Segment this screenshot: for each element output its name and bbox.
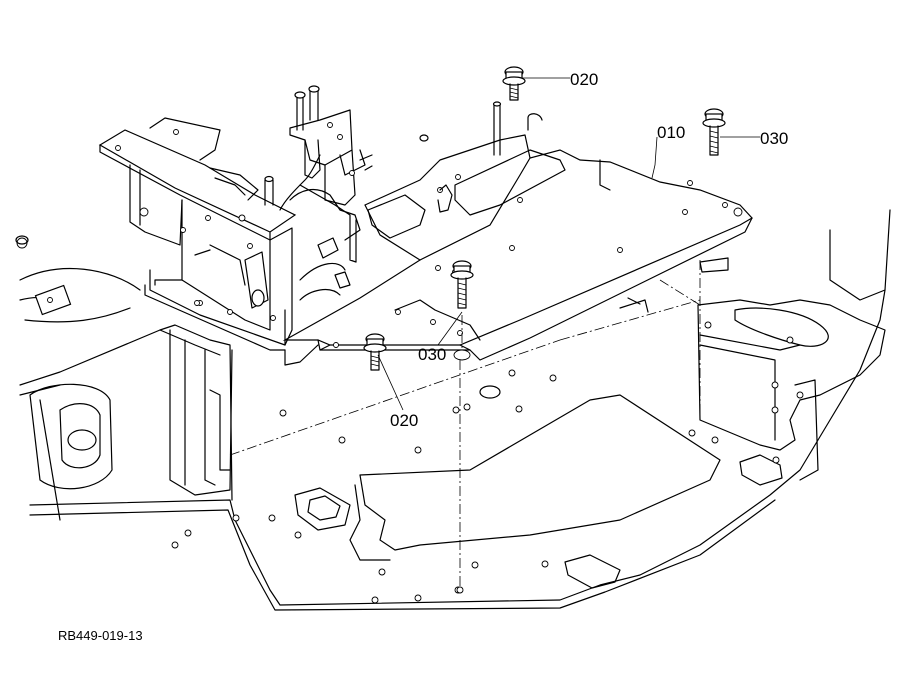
frame-right-tab	[739, 454, 783, 486]
drawing-code: RB449-019-13	[58, 628, 143, 643]
floor-plate-top	[282, 149, 753, 346]
stand-top-beam	[98, 129, 297, 233]
callout-020-top: 020	[570, 70, 598, 89]
frame-right-housing	[697, 299, 886, 451]
frame-deck-outline	[29, 289, 886, 606]
stand-upper-bracket	[149, 117, 221, 161]
callout-020-lower: 020	[390, 411, 418, 430]
frame-deck-edge	[29, 499, 776, 611]
frame-left-boss	[29, 383, 113, 490]
frame-bracket-symbol	[699, 257, 729, 273]
bolt-030-center	[450, 260, 474, 309]
floor-plate-opening-left	[367, 194, 426, 239]
control-stand	[98, 85, 373, 366]
stand-post	[264, 179, 274, 206]
callout-030-center: 030	[418, 345, 446, 364]
frame-slot	[294, 487, 351, 531]
callout-010: 010	[657, 123, 685, 142]
stand-right-panel	[269, 227, 293, 346]
stand-side-panel	[181, 199, 271, 331]
floor-plate-clip	[437, 184, 453, 213]
frame-left-arm	[19, 324, 233, 521]
bolt-030-top	[702, 108, 726, 156]
main-frame	[15, 209, 891, 611]
callout-030-top: 030	[760, 129, 788, 148]
stand-tab	[317, 237, 339, 259]
frame-bottom-tab	[564, 554, 621, 589]
linkage-link	[299, 184, 357, 263]
floor-plate-010	[282, 101, 753, 361]
frame-center-cutout	[359, 394, 721, 551]
leader-lines	[377, 77, 760, 411]
bolt-020-top	[502, 66, 526, 101]
linkage-arm	[289, 188, 361, 241]
frame-left-wall	[169, 329, 233, 496]
frame-large-hole	[479, 385, 501, 399]
floor-plate-rear	[364, 134, 531, 206]
floor-plate-opening-right	[454, 149, 566, 216]
frame-holes	[171, 321, 804, 604]
bolt-020-lower	[363, 333, 387, 371]
stand-wire	[279, 154, 321, 211]
